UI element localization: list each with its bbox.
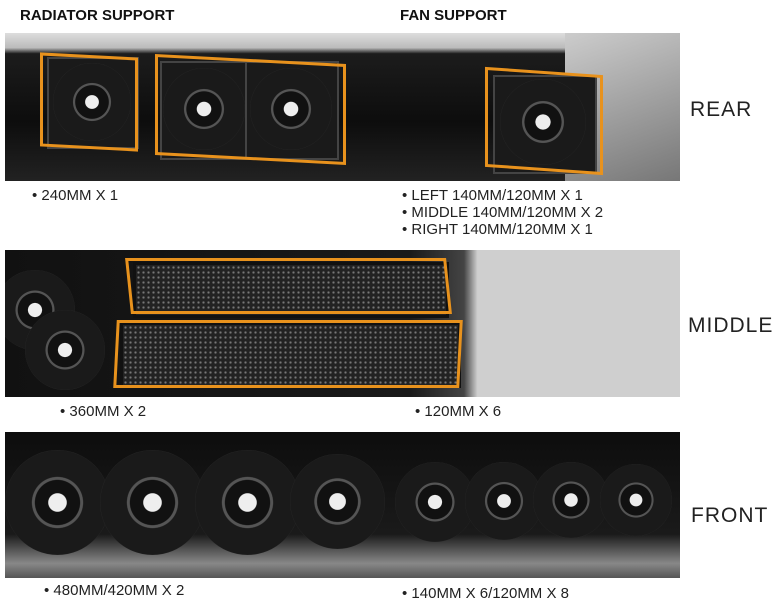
front-fan-specs: 140MM X 6/120MM X 8 — [402, 585, 569, 602]
section-label-front: FRONT — [691, 504, 769, 527]
radiator-360-bottom-outline — [113, 320, 463, 388]
spec-item: 120MM X 6 — [415, 403, 501, 420]
spec-item: 480MM/420MM X 2 — [44, 582, 184, 599]
section-label-middle: MIDDLE — [688, 314, 772, 337]
front-photo — [5, 432, 680, 578]
radiator-240-outline — [40, 52, 138, 152]
middle-fan-specs: 120MM X 6 — [415, 403, 501, 420]
front-radiator-specs: 480MM/420MM X 2 — [44, 582, 184, 599]
fan-middle-outline — [155, 53, 346, 166]
spec-item: MIDDLE 140MM/120MM X 2 — [402, 204, 603, 221]
section-label-rear: REAR — [690, 98, 753, 121]
fan-support-heading: FAN SUPPORT — [400, 7, 507, 24]
middle-radiator-specs: 360MM X 2 — [60, 403, 146, 420]
middle-photo — [5, 250, 680, 397]
rear-fan-specs: LEFT 140MM/120MM X 1 MIDDLE 140MM/120MM … — [402, 187, 603, 238]
fan-right-outline — [485, 66, 603, 176]
spec-item: 240MM X 1 — [32, 187, 118, 204]
radiator-support-heading: RADIATOR SUPPORT — [20, 7, 175, 24]
spec-item: LEFT 140MM/120MM X 1 — [402, 187, 603, 204]
rear-radiator-specs: 240MM X 1 — [32, 187, 118, 204]
rear-photo — [5, 33, 680, 181]
radiator-360-top-outline — [125, 258, 452, 314]
spec-item: RIGHT 140MM/120MM X 1 — [402, 221, 603, 238]
spec-item: 140MM X 6/120MM X 8 — [402, 585, 569, 602]
spec-item: 360MM X 2 — [60, 403, 146, 420]
